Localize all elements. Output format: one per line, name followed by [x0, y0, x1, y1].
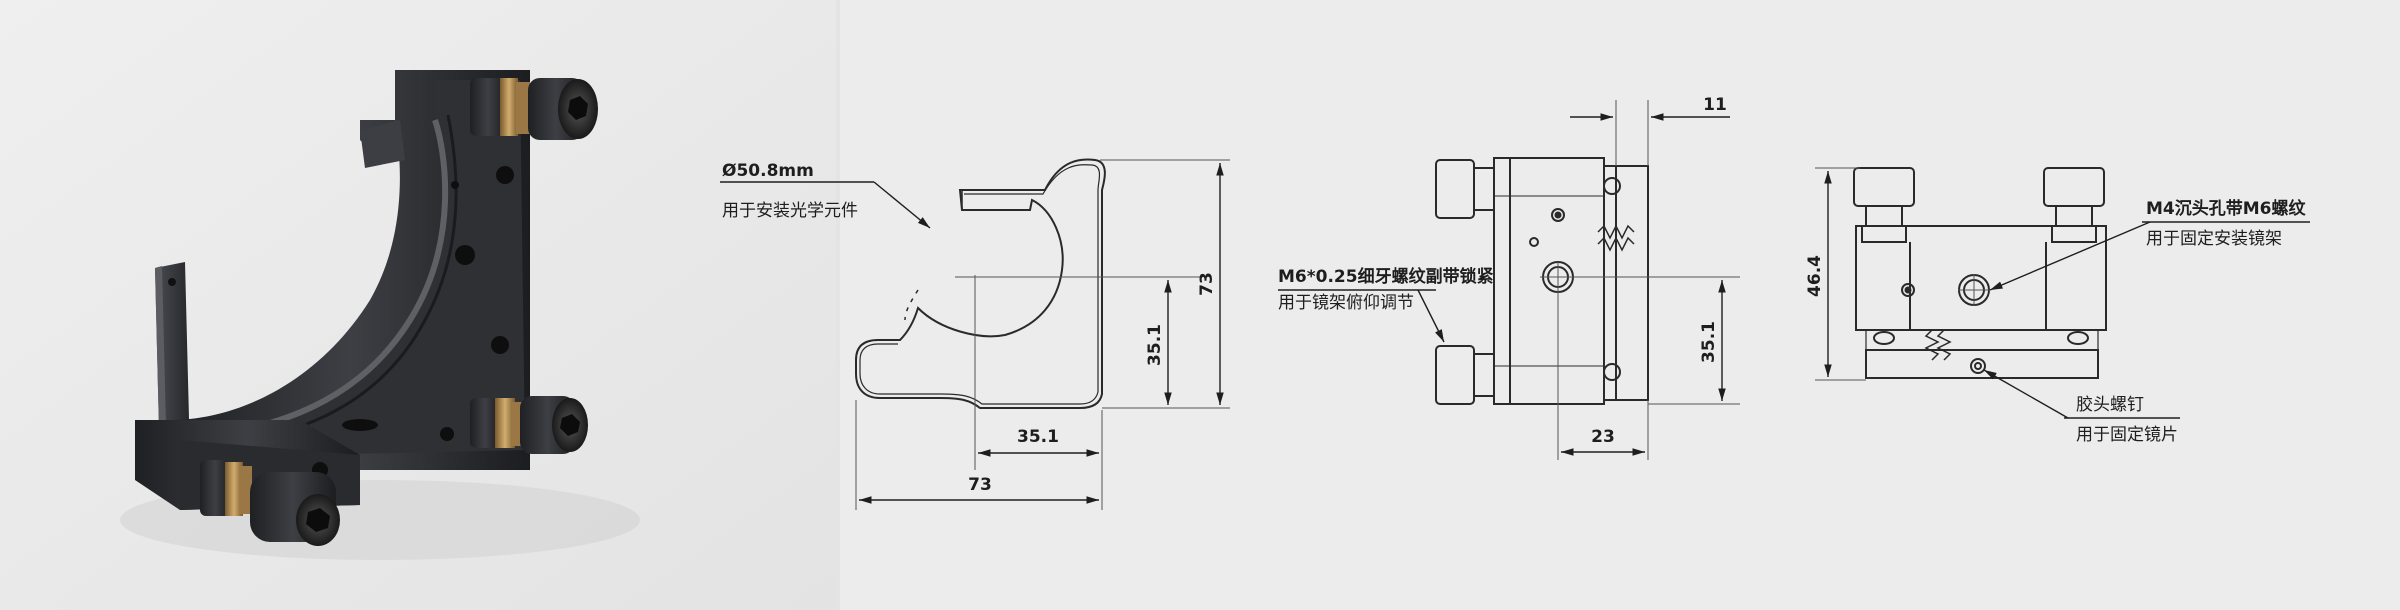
top-base-plate [1865, 349, 2099, 379]
side-mount-plate [1615, 165, 1649, 401]
product-photo [0, 0, 840, 610]
mount-left-flange [155, 262, 190, 470]
top-spring [1924, 329, 1940, 361]
hole-note: M4沉头孔带M6螺纹 [2146, 198, 2306, 219]
front-view-centerlines [955, 275, 1200, 470]
hole-purpose: 用于固定安装镜架 [2146, 229, 2282, 249]
side-dim-center-y-text: 35.1 [1699, 321, 1719, 363]
side-dim-offset-x-text: 23 [1591, 427, 1615, 447]
top-left-knob [1853, 167, 1915, 207]
top-main-body [1855, 225, 2107, 331]
front-dim-width-total-text: 73 [968, 475, 992, 495]
top-view [1853, 167, 2107, 379]
retain-screw-purpose: 用于固定镜片 [2076, 425, 2178, 445]
side-adjuster-knob [470, 396, 588, 454]
front-view-outline [855, 158, 1106, 409]
screw-purpose: 用于镜架俯仰调节 [1278, 293, 1414, 313]
top-adjuster-knob [470, 78, 598, 140]
side-top-knob [1435, 159, 1475, 219]
screw-note: M6*0.25细牙螺纹副带锁紧 [1278, 266, 1494, 287]
aperture-note: Ø50.8mm [722, 161, 814, 181]
aperture-arc [904, 289, 919, 321]
front-dim-center-y-text: 35.1 [1145, 324, 1165, 366]
top-right-knob [2043, 167, 2105, 207]
side-main-body [1493, 157, 1605, 405]
side-dim-thickness-text: 11 [1703, 95, 1727, 115]
side-spring [1597, 224, 1635, 240]
bottom-adjuster-knob [200, 460, 340, 546]
top-dim-height-text: 46.4 [1805, 255, 1825, 297]
side-view [1435, 157, 1649, 405]
retain-screw-note: 胶头螺钉 [2076, 395, 2144, 415]
front-view [855, 158, 1106, 409]
mount-body [135, 70, 530, 510]
side-bottom-knob [1435, 345, 1475, 405]
front-dim-height-total-text: 73 [1197, 272, 1217, 296]
front-dim-center-x-text: 35.1 [1017, 427, 1059, 447]
aperture-purpose: 用于安装光学元件 [722, 201, 858, 221]
